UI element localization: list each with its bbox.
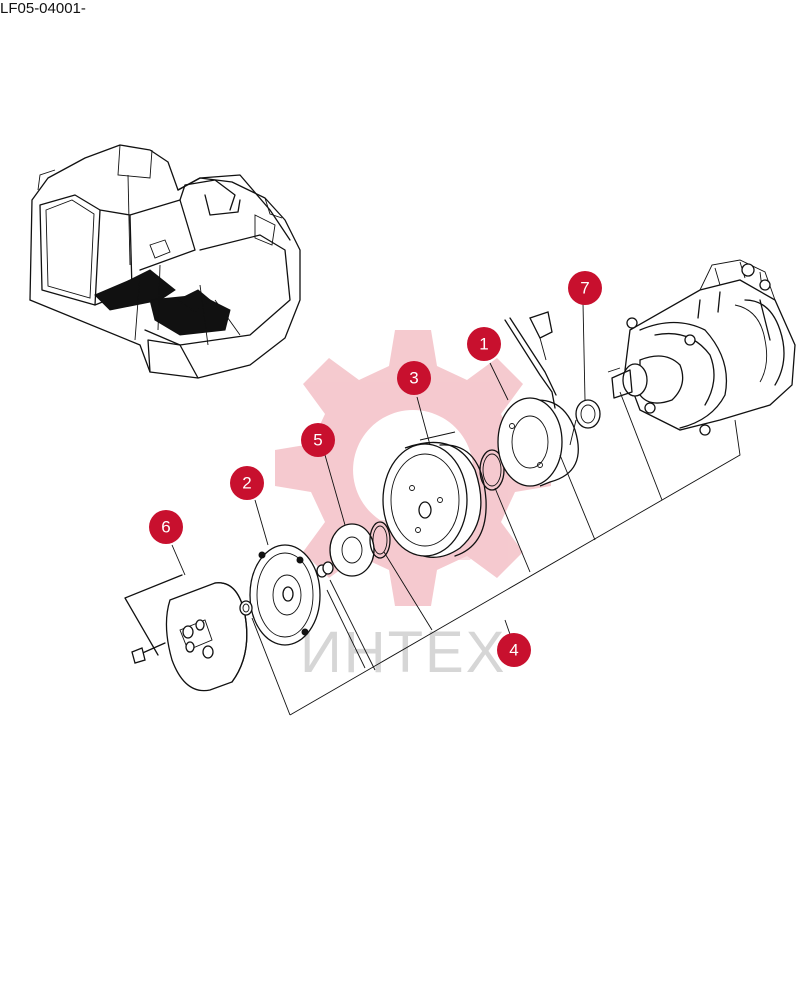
callout-5: 5: [301, 423, 335, 457]
callout-7-label: 7: [580, 279, 589, 298]
watermark-text: ИНТЕХ: [300, 620, 506, 685]
callout-1-label: 1: [479, 335, 488, 354]
part-7-seal: [569, 399, 601, 446]
callout-6-label: 6: [161, 518, 170, 537]
callout-1: 1: [467, 327, 501, 361]
snap-ring: [479, 449, 505, 491]
callout-5-label: 5: [313, 431, 322, 450]
drawing-code: LF05-04001-: [0, 0, 86, 17]
callout-3-label: 3: [409, 369, 418, 388]
excavator-overview: [29, 144, 301, 379]
part-1-field-coil: [497, 311, 579, 487]
callout-4-label: 4: [509, 641, 518, 660]
callout-2-label: 2: [242, 474, 251, 493]
callout-2: 2: [230, 466, 264, 500]
leader-lines: [171, 302, 741, 716]
callout-7: 7: [568, 271, 602, 305]
callout-6: 6: [149, 510, 183, 544]
part-5-bearing: [329, 521, 391, 577]
callout-4: 4: [497, 633, 531, 667]
part-6-front-cover: [124, 574, 248, 692]
part-2-armature-plate: [239, 544, 334, 646]
part-3-pulley: [382, 431, 487, 558]
callout-3: 3: [397, 361, 431, 395]
compressor-body: [607, 259, 796, 436]
